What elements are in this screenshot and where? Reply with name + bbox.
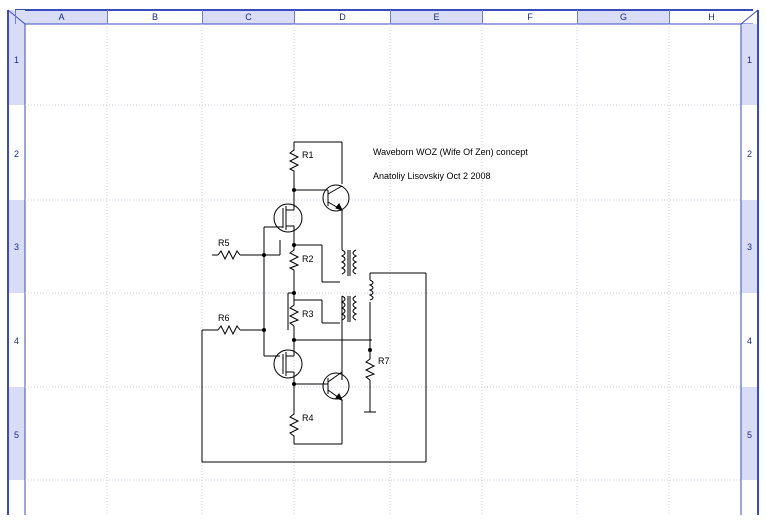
- row-header-right-1: 1: [746, 55, 752, 65]
- bjt-lower: [322, 371, 350, 401]
- label-r3: R3: [302, 309, 314, 319]
- transformer-lower: [340, 295, 358, 322]
- schematic-author: Anatoliy Lisovskiy Oct 2 2008: [373, 171, 491, 181]
- column-header-f: F: [482, 10, 577, 24]
- column-header-h: H: [669, 10, 753, 24]
- row-header-right-4: 4: [746, 336, 752, 346]
- resistor-r4: [288, 410, 300, 440]
- junction-dots: [262, 188, 372, 386]
- bjt-upper: [322, 184, 350, 212]
- resistor-r1: [288, 148, 300, 174]
- resistor-r2: [288, 246, 300, 271]
- row-header-left-2: 2: [13, 149, 19, 159]
- column-header-a: A: [15, 10, 107, 24]
- label-r4: R4: [302, 413, 314, 423]
- transformer-upper: [340, 249, 358, 276]
- resistor-r6: [217, 324, 241, 336]
- label-r2: R2: [302, 254, 314, 264]
- dotted-grid: [25, 24, 741, 515]
- row-header-left-1: 1: [13, 55, 19, 65]
- row-header-left-5: 5: [13, 430, 19, 440]
- label-r5: R5: [218, 238, 230, 248]
- label-r6: R6: [218, 313, 230, 323]
- column-header-c: C: [202, 10, 294, 24]
- label-r1: R1: [302, 150, 314, 160]
- row-header-right-2: 2: [746, 149, 752, 159]
- left-row-band: [7, 9, 26, 515]
- mosfet-upper: [273, 203, 303, 233]
- column-header-g: G: [577, 10, 669, 24]
- output-coil: [368, 279, 374, 301]
- label-r7: R7: [378, 356, 390, 366]
- resistor-r5: [217, 249, 241, 261]
- column-header-d: D: [294, 10, 390, 24]
- schematic-title: Waveborn WOZ (Wife Of Zen) concept: [373, 147, 528, 157]
- resistor-r7: [364, 356, 376, 381]
- row-header-left-3: 3: [13, 242, 19, 252]
- row-header-right-3: 3: [746, 242, 752, 252]
- mosfet-lower: [273, 349, 303, 379]
- column-header-e: E: [390, 10, 482, 24]
- right-row-band: [740, 9, 759, 515]
- resistor-r3: [288, 302, 300, 327]
- row-header-right-5: 5: [746, 430, 752, 440]
- column-header-b: B: [107, 10, 202, 24]
- row-header-left-4: 4: [13, 336, 19, 346]
- column-header-band: [15, 9, 753, 25]
